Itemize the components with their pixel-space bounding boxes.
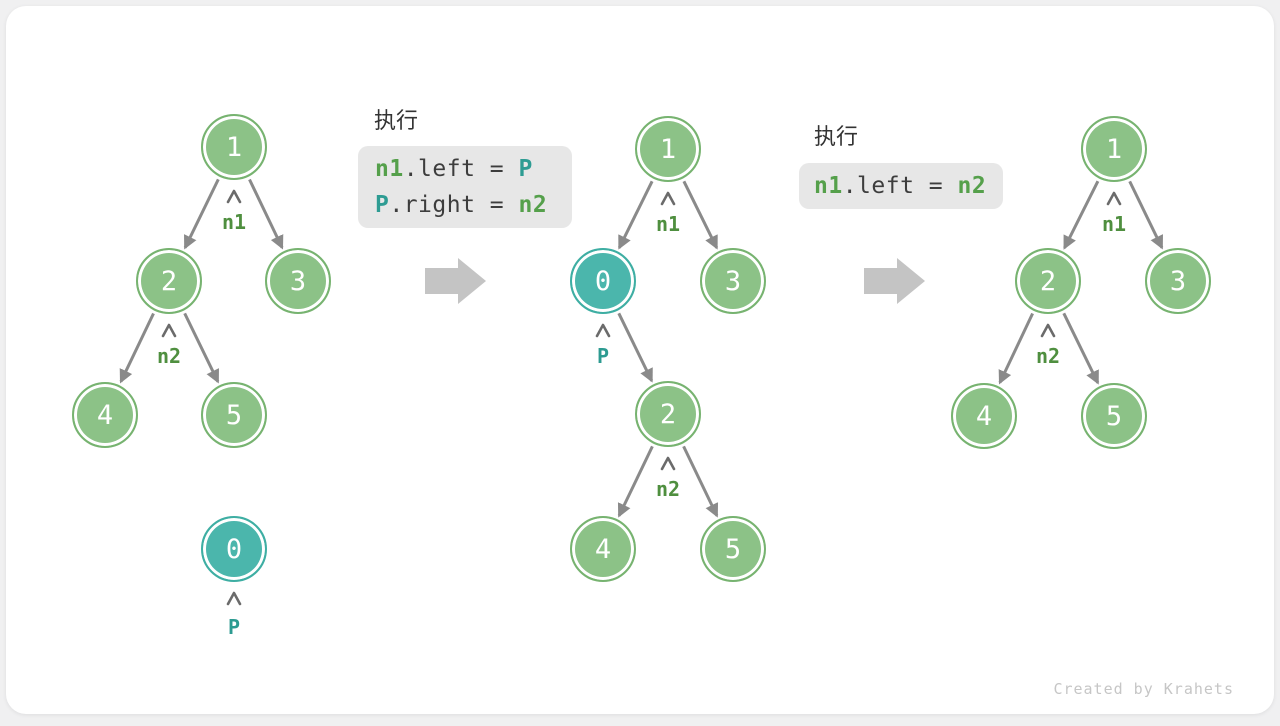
node-value: 4: [975, 400, 993, 432]
node-value: 1: [659, 133, 677, 165]
code-token: .left: [842, 173, 915, 199]
tree-right-node-5: 5: [1081, 383, 1147, 449]
node-value: 2: [1039, 265, 1057, 297]
pointer-label-p: P: [596, 344, 610, 368]
pointer-chevron-icon: [1106, 191, 1122, 206]
tree-left-node-2: 2: [136, 248, 202, 314]
node-value: 2: [659, 398, 677, 430]
code-line: P.right = n2: [358, 187, 572, 223]
edge-arrow: [998, 312, 1034, 385]
node-value: 4: [594, 533, 612, 565]
pointer-label-p: P: [227, 615, 241, 639]
pointer-chevron-icon: [161, 323, 177, 338]
edge-arrow: [1062, 312, 1100, 385]
code-token: n1: [375, 156, 404, 182]
tree-right-node-1: 1: [1081, 116, 1147, 182]
step1-title: 执行: [374, 108, 419, 133]
edge-arrow: [617, 180, 654, 250]
code-line: n1.left = P: [358, 151, 572, 187]
tree-middle-node-2: 2: [635, 381, 701, 447]
edge-arrow: [617, 445, 654, 518]
step2-code-block: n1.left = n2: [799, 163, 1003, 209]
pointer-chevron-icon: [660, 191, 676, 206]
step1-big-arrow-icon: [425, 258, 486, 304]
node-value: 5: [724, 533, 742, 565]
tree-left-node-3: 3: [265, 248, 331, 314]
tree-left-node-4: 4: [72, 382, 138, 448]
pointer-label-n2: n2: [655, 477, 681, 501]
code-token: n2: [518, 192, 548, 218]
node-value: 3: [724, 265, 742, 297]
node-value: 3: [289, 265, 307, 297]
tree-middle-node-0: 0: [570, 248, 636, 314]
edge-arrow: [682, 180, 719, 250]
tree-middle-node-5: 5: [700, 516, 766, 582]
diagram-card: 1 2 3 4 5 0 n1 n2 P 执行 n1.left = P P.rig…: [6, 6, 1274, 714]
node-value: 5: [225, 399, 243, 431]
pointer-label-n1: n1: [221, 210, 247, 234]
pointer-chevron-icon: [226, 189, 242, 204]
step2-big-arrow-icon: [864, 258, 925, 304]
node-value: 5: [1105, 400, 1123, 432]
edge-arrow: [1128, 180, 1164, 250]
edge-arrow: [183, 312, 220, 384]
watermark: Created by Krahets: [1053, 680, 1234, 698]
pointer-label-n1: n1: [1101, 212, 1127, 236]
node-value: 0: [225, 533, 243, 565]
code-token: n2: [957, 173, 987, 199]
tree-right-node-4: 4: [951, 383, 1017, 449]
code-token: .right: [389, 192, 476, 218]
code-token: P: [375, 192, 390, 218]
code-token: .left: [403, 156, 476, 182]
node-value: 1: [225, 131, 243, 163]
node-value: 1: [1105, 133, 1123, 165]
tree-right-node-2: 2: [1015, 248, 1081, 314]
node-value: 0: [594, 265, 612, 297]
code-token: =: [475, 156, 519, 182]
edges-layer: [119, 178, 1164, 606]
pointer-label-n1: n1: [655, 212, 681, 236]
edge-arrow: [119, 312, 155, 384]
tree-left-node-1: 1: [201, 114, 267, 180]
pointer-chevron-icon: [1040, 323, 1056, 338]
code-line: n1.left = n2: [799, 168, 1003, 204]
tree-right-node-3: 3: [1145, 248, 1211, 314]
tree-left-node-5: 5: [201, 382, 267, 448]
code-token: =: [914, 173, 958, 199]
pointer-label-n2: n2: [156, 344, 182, 368]
tree-left-node-0: 0: [201, 516, 267, 582]
node-value: 2: [160, 265, 178, 297]
step1-code-block: n1.left = P P.right = n2: [358, 146, 572, 228]
edge-arrow: [1063, 180, 1100, 250]
pointer-chevron-icon: [595, 323, 611, 338]
tree-middle-node-1: 1: [635, 116, 701, 182]
edge-arrow: [248, 178, 284, 250]
code-token: =: [475, 192, 519, 218]
pointer-label-n2: n2: [1035, 344, 1061, 368]
edge-arrow: [682, 445, 719, 518]
node-value: 3: [1169, 265, 1187, 297]
tree-middle-node-4: 4: [570, 516, 636, 582]
pointer-chevron-icon: [660, 456, 676, 471]
code-token: P: [518, 156, 533, 182]
code-token: n1: [814, 173, 843, 199]
step2-title: 执行: [814, 124, 859, 149]
edge-arrow: [183, 178, 220, 250]
edge-arrow: [617, 312, 654, 383]
node-value: 4: [96, 399, 114, 431]
tree-middle-node-3: 3: [700, 248, 766, 314]
pointer-chevron-icon: [226, 591, 242, 606]
